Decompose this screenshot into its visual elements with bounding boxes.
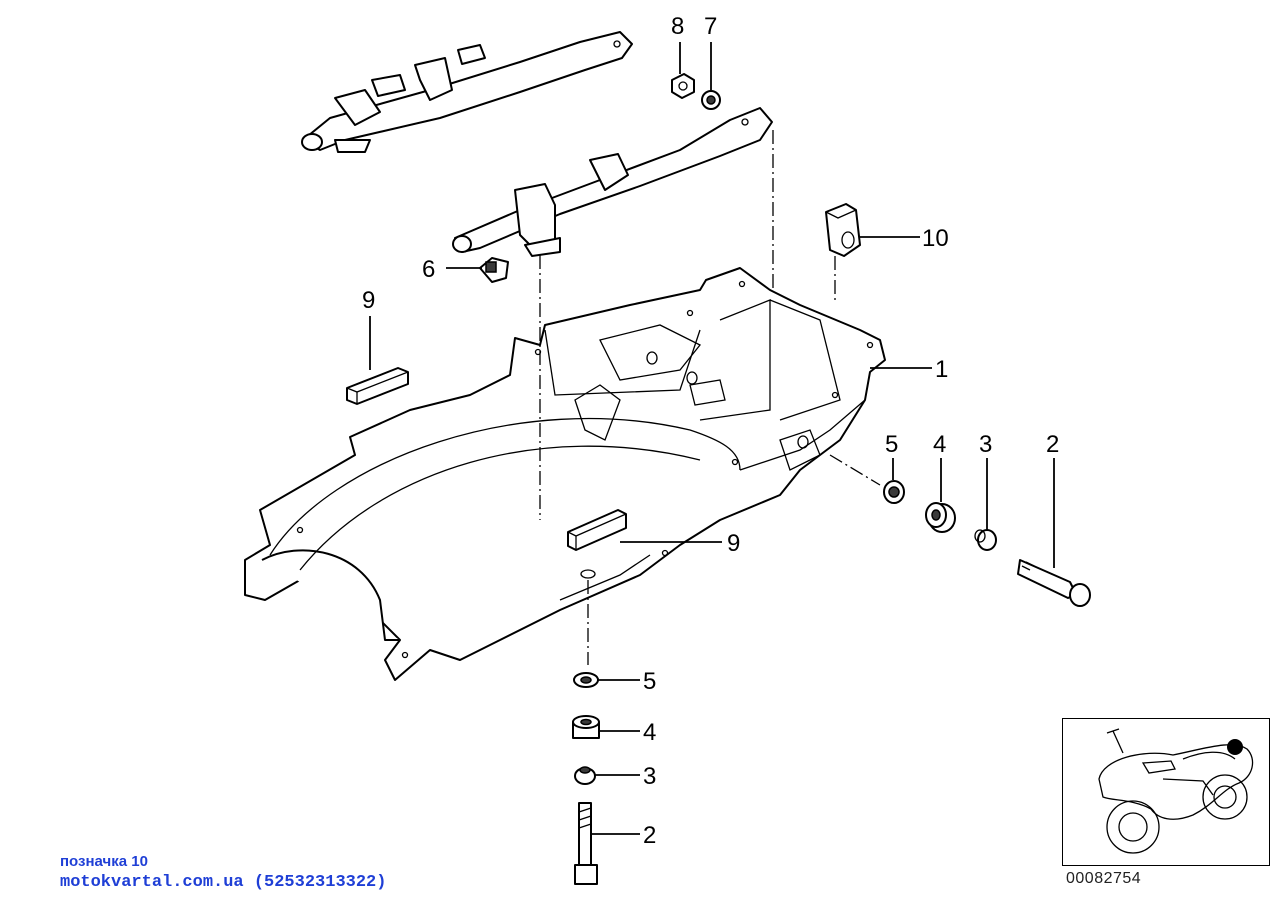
callout-2-right: 2 xyxy=(1046,431,1059,458)
footer-source: motokvartal.com.ua (52532313322) xyxy=(60,873,387,892)
rubber-strip-upper xyxy=(346,367,409,405)
document-number: 00082754 xyxy=(1066,870,1142,887)
callout-3-right: 3 xyxy=(979,431,992,458)
locator-marker xyxy=(1227,739,1243,755)
washer-top xyxy=(701,90,721,110)
motorcycle-silhouette xyxy=(1098,728,1254,854)
callout-8: 8 xyxy=(671,13,684,40)
callout-2-bottom: 2 xyxy=(643,822,656,849)
rubber-strip-lower xyxy=(567,509,627,551)
callout-4-right: 4 xyxy=(933,431,946,458)
bolt-bottom xyxy=(574,802,598,885)
callout-9-upper: 9 xyxy=(362,287,375,314)
callout-7: 7 xyxy=(704,13,717,40)
rear-fender-tray xyxy=(244,267,886,681)
upper-frame-rail xyxy=(301,31,633,153)
bolt-right xyxy=(1017,559,1091,607)
clip-nut xyxy=(479,257,509,283)
callout-5-bottom: 5 xyxy=(643,668,656,695)
footer-caption: позначка 10 xyxy=(60,853,148,870)
spacer-bottom xyxy=(574,766,596,785)
hex-nut xyxy=(671,73,695,99)
grommet-right xyxy=(925,502,956,533)
callout-10: 10 xyxy=(922,225,949,252)
callout-4-bottom: 4 xyxy=(643,719,656,746)
spacer-right xyxy=(974,529,997,551)
callout-6: 6 xyxy=(422,256,435,283)
locator-thumbnail xyxy=(1062,718,1270,866)
washer-bottom xyxy=(573,672,599,688)
callout-3-bottom: 3 xyxy=(643,763,656,790)
callout-1: 1 xyxy=(935,356,948,383)
washer-right xyxy=(883,480,905,504)
callout-9-lower: 9 xyxy=(727,530,740,557)
callout-5-right: 5 xyxy=(885,431,898,458)
leader-lines xyxy=(369,42,1055,835)
grommet-bottom xyxy=(572,715,600,739)
lower-frame-rail xyxy=(452,107,773,257)
callout-numbers: 1 10 8 7 6 9 9 5 4 3 2 5 4 3 2 xyxy=(362,13,1059,849)
rubber-buffer xyxy=(825,203,861,257)
alignment-lines xyxy=(539,130,881,665)
